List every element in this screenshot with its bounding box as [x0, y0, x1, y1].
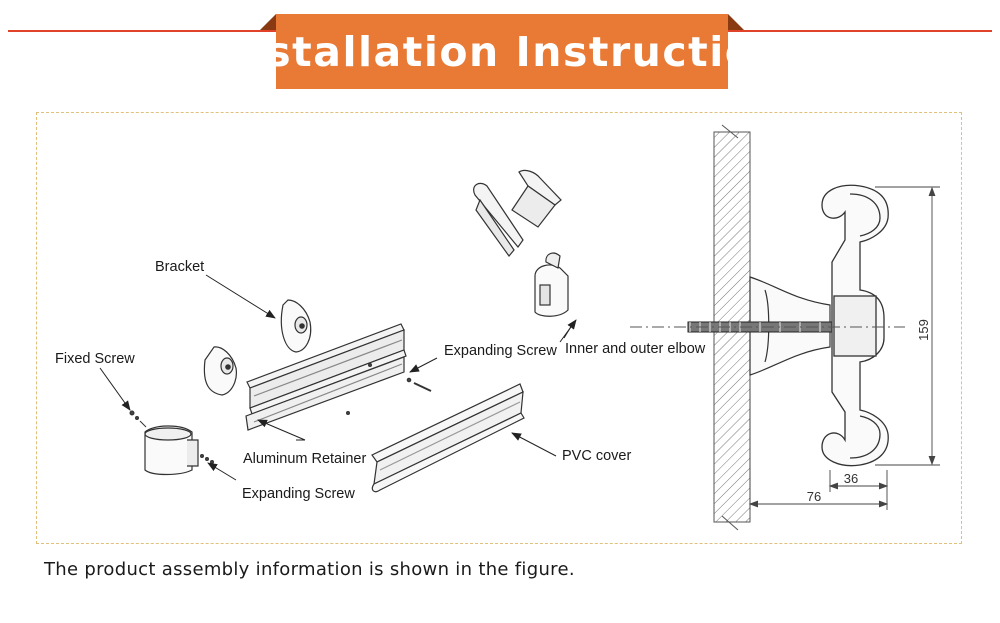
title-banner: Installation Instruction	[219, 14, 784, 89]
dimension-depth-total: 76	[807, 489, 821, 504]
aluminum-retainer-part	[245, 323, 407, 431]
expanding-screw-upper-part	[346, 363, 432, 415]
pvc-cover-part	[371, 383, 525, 493]
elbow-cap-part	[144, 425, 199, 476]
elbow-connector-part	[534, 252, 569, 317]
leader-arrows	[99, 274, 577, 481]
banner-left-corner	[260, 14, 276, 30]
dimension-height: 159	[916, 319, 931, 341]
label-inner-outer-elbow: Inner and outer elbow	[565, 341, 706, 357]
label-expanding-screw-top: Expanding Screw	[444, 343, 557, 359]
assembly-caption: The product assembly information is show…	[44, 559, 575, 580]
fixed-screw-part	[129, 410, 147, 428]
expanding-screw-lower-part	[200, 454, 214, 464]
dimension-lines	[748, 186, 940, 510]
label-bracket: Bracket	[155, 259, 204, 275]
bracket-part-lower	[203, 346, 237, 396]
label-fixed-screw: Fixed Screw	[55, 351, 135, 367]
page-title: Installation Instruction	[218, 27, 786, 76]
clip-channel-part	[473, 169, 562, 257]
handrail-profile	[821, 184, 889, 467]
diagram-frame	[36, 112, 962, 544]
label-aluminum-retainer: Aluminum Retainer	[243, 451, 366, 467]
banner-right-corner	[728, 14, 744, 30]
label-pvc-cover: PVC cover	[562, 448, 631, 464]
bracket-part-upper	[280, 299, 312, 353]
label-expanding-screw-bottom: Expanding Screw	[242, 486, 355, 502]
dimension-depth-inner: 36	[844, 471, 858, 486]
